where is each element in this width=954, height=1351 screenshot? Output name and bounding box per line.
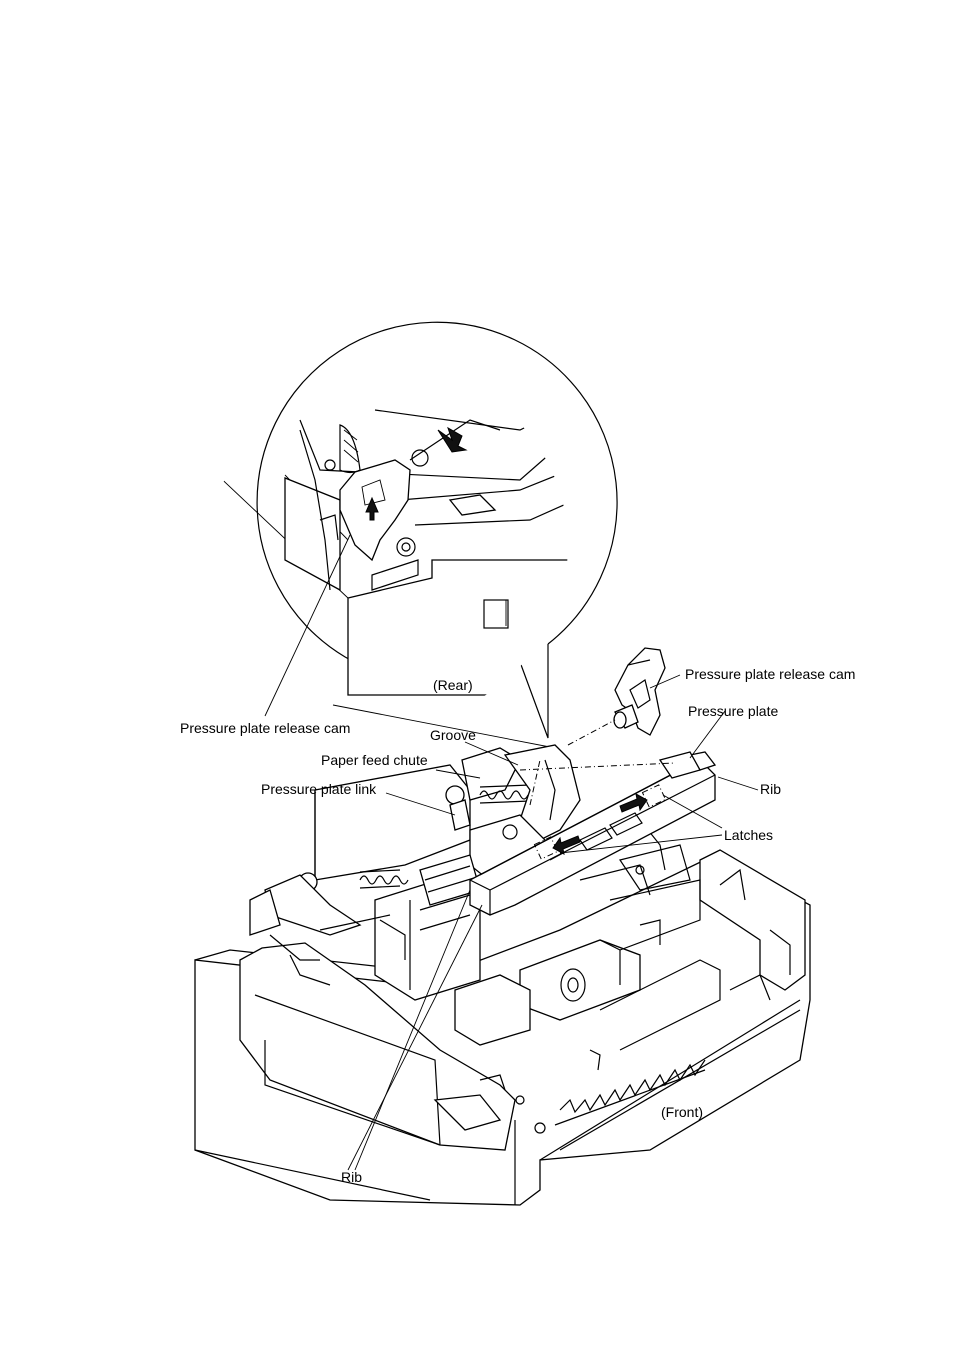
label-latches: Latches: [724, 827, 773, 843]
alignment-lines: [519, 719, 676, 806]
label-release-cam-detail: Pressure plate release cam: [180, 720, 350, 736]
label-pressure-plate-link: Pressure plate link: [261, 781, 377, 797]
callout-labels: (Rear) Pressure plate release cam Pressu…: [180, 666, 855, 1185]
label-release-cam-part: Pressure plate release cam: [685, 666, 855, 682]
label-paper-feed-chute: Paper feed chute: [321, 752, 428, 768]
detail-drawing: [212, 409, 568, 696]
label-groove: Groove: [430, 727, 476, 743]
label-pressure-plate: Pressure plate: [688, 703, 778, 719]
leader-lines: [264, 534, 759, 1171]
pressure-plate-release-cam: [613, 647, 666, 736]
pressure-plate: [469, 751, 717, 916]
label-front: (Front): [661, 1104, 703, 1120]
label-rib-right: Rib: [760, 781, 781, 797]
label-rear: (Rear): [433, 677, 473, 693]
detail-magnifier: [212, 321, 618, 749]
label-rib-bottom: Rib: [341, 1169, 362, 1185]
machine-body: [194, 744, 811, 1206]
